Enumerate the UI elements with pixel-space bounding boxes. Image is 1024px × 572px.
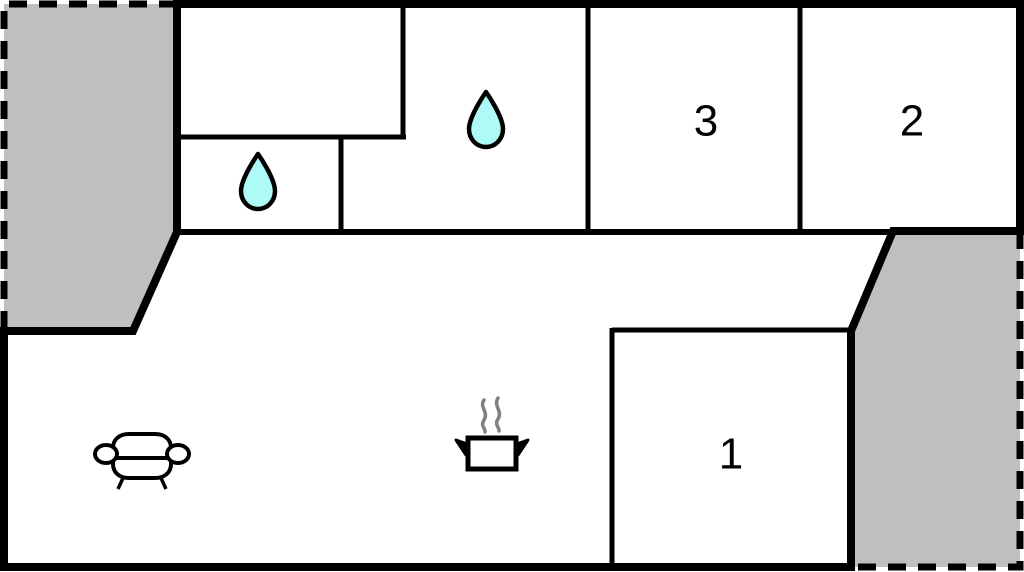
terrace-left-fill [4,4,177,331]
pot-body [465,435,519,472]
room-label-1: 1 [719,430,743,479]
cooking-pot-icon [454,396,530,472]
interior-floor-fill [4,4,1020,567]
terrace-right-fill [851,231,1020,567]
steam-wisp-left [480,398,488,434]
sofa-leg-left [116,477,125,490]
sofa-icon [93,432,191,490]
terrace-left-area [0,0,177,335]
steam-wisp-right [494,396,502,433]
water-drop-shape [466,89,506,150]
sofa-armrest-right [165,443,191,465]
terrace-right-dashed-border [851,231,1024,571]
terrace-left-dashed-border [0,0,177,335]
terrace-right-area [851,231,1024,571]
sofa-armrest-left [93,443,119,465]
room-label-2: 2 [900,97,924,146]
water-drop-shape [238,151,278,212]
room-label-3: 3 [694,97,718,146]
sofa-leg-right [159,477,168,490]
water-drop-icon [466,89,506,150]
water-drop-icon [238,151,278,212]
